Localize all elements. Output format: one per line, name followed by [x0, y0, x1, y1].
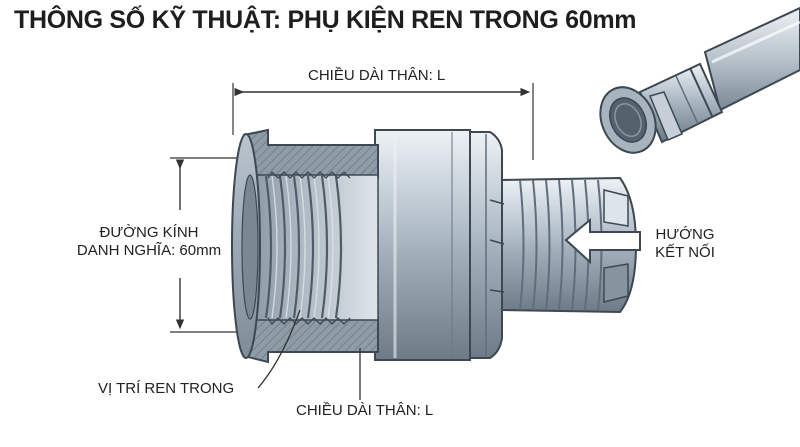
page-title: THÔNG SỐ KỸ THUẬT: PHỤ KIỆN REN TRONG 60…: [14, 6, 637, 34]
label-diameter-line2: DANH NGHĨA: 60mm: [76, 242, 222, 259]
hex-collar: [467, 131, 505, 359]
main-body: [374, 129, 471, 361]
label-body-length-bottom: CHIỀU DÀI THÂN: L: [296, 402, 434, 419]
label-diameter-line1: ĐƯỜNG KÍNH: [99, 224, 199, 241]
male-thread-end: [499, 176, 638, 314]
label-direction-line1: HƯỚNG: [655, 226, 715, 243]
connection-arrow-icon: [564, 217, 641, 265]
label-direction: HƯỚNG KẾT NỐI: [645, 226, 725, 262]
label-direction-line2: KẾT NỐI: [655, 244, 715, 261]
label-body-length-top: CHIỀU DÀI THÂN: L: [308, 67, 446, 84]
label-diameter: ĐƯỜNG KÍNH DANH NGHĨA: 60mm: [66, 224, 232, 260]
label-thread-position: VỊ TRÍ REN TRONG: [98, 380, 235, 397]
coupling-pipe-inset-icon: [599, 6, 800, 154]
cutaway-section: [231, 128, 379, 364]
dimension-length-top: [232, 83, 534, 160]
leader-lines: [257, 309, 361, 400]
